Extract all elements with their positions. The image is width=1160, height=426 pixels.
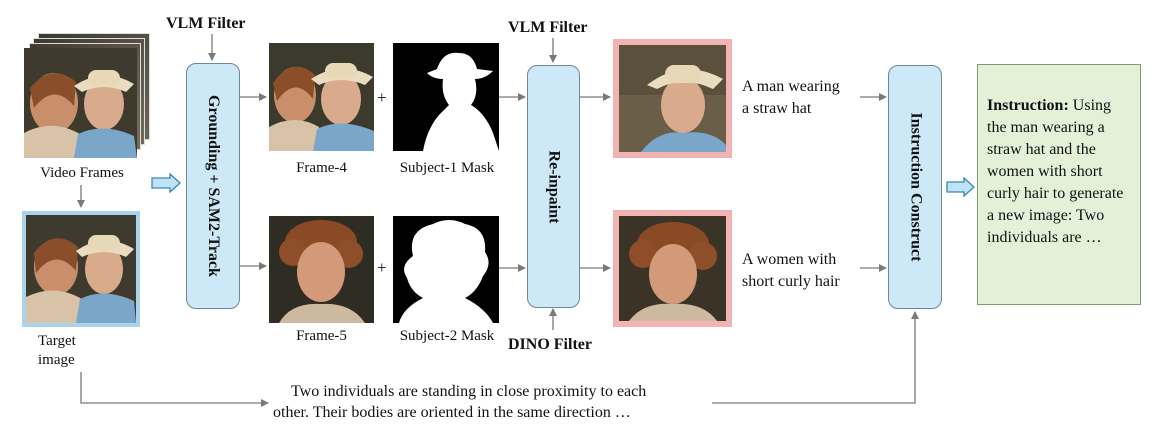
- subject2-caption-line2: short curly hair: [742, 273, 840, 290]
- reinpainted-subject1-image: [613, 39, 732, 158]
- dino-filter-label: DINO Filter: [508, 336, 592, 353]
- block-arrow-frames-to-grounding: [151, 172, 181, 194]
- subject2-mask-image: [393, 216, 499, 323]
- subject1-mask-image: [393, 43, 499, 151]
- subject2-mask-label: Subject-2 Mask: [399, 328, 495, 344]
- target-image: [22, 211, 140, 327]
- plus-sign-bottom: +: [377, 258, 387, 277]
- reinpainted-subject2-image: [613, 210, 732, 327]
- frame5-label: Frame-5: [296, 328, 347, 344]
- frame5-image: [269, 216, 374, 323]
- description-line1: Two individuals are standing in close pr…: [291, 383, 647, 400]
- subject1-mask-label: Subject-1 Mask: [399, 160, 495, 176]
- instruction-heading: Instruction:: [987, 97, 1069, 114]
- subject1-caption-line2: a straw hat: [742, 100, 812, 117]
- frame4-label: Frame-4: [296, 160, 347, 176]
- video-frame-image: [24, 48, 137, 158]
- description-line2: other. Their bodies are oriented in the …: [273, 404, 631, 421]
- frame4-image: [269, 43, 374, 151]
- instruction-output-box: Instruction: Using the man wearing a str…: [977, 64, 1141, 305]
- plus-sign-top: +: [377, 88, 387, 107]
- target-image-label-line2: image: [38, 352, 75, 368]
- arrow-target-to-description: [80, 372, 269, 407]
- instruction-construct-module: Instruction Construct: [888, 65, 942, 309]
- grounding-sam2-track-label: Grounding + SAM2-Track: [205, 95, 223, 277]
- subject2-caption-line1: A women with: [742, 251, 837, 268]
- block-arrow-construct-to-instruction: [946, 176, 975, 198]
- vlm-filter-left-label: VLM Filter: [166, 15, 246, 32]
- subject1-caption-line1: A man wearing: [742, 78, 840, 95]
- grounding-sam2-track-module: Grounding + SAM2-Track: [186, 63, 240, 309]
- reinpaint-label: Re-inpaint: [545, 150, 563, 223]
- video-frames-label: Video Frames: [40, 165, 124, 181]
- vlm-filter-right-label: VLM Filter: [508, 19, 588, 36]
- instruction-body: Using the man wearing a straw hat and th…: [987, 97, 1124, 246]
- target-image-label-line1: Target: [38, 333, 76, 349]
- arrow-description-to-construct: [712, 311, 919, 404]
- instruction-construct-label: Instruction Construct: [907, 112, 925, 262]
- reinpaint-module: Re-inpaint: [527, 65, 580, 308]
